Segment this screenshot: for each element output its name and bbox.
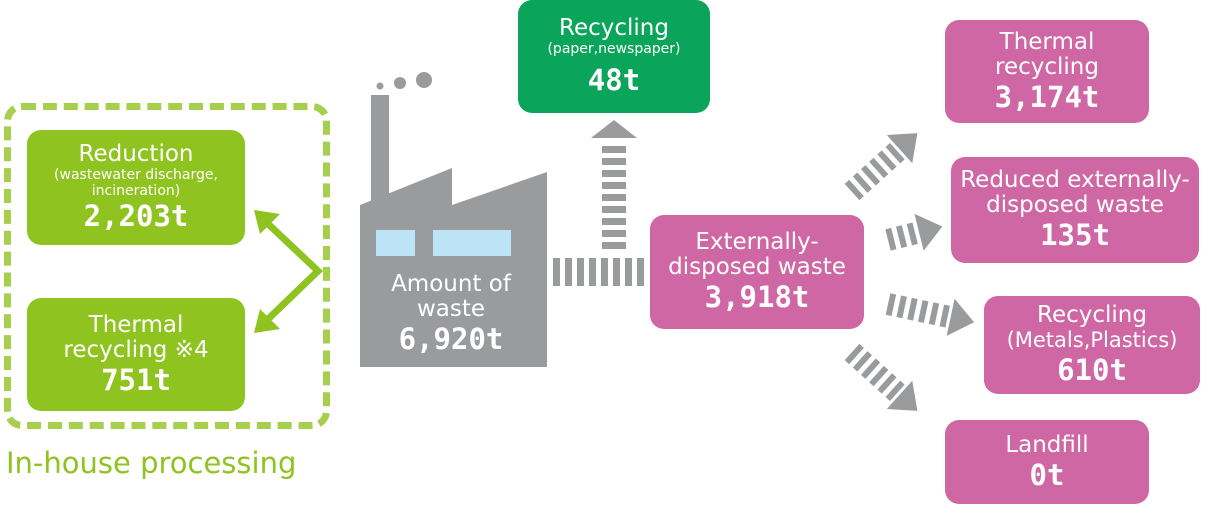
external-line1: Externally- bbox=[695, 229, 819, 255]
reduction-sub1: (wastewater discharge, bbox=[54, 167, 218, 183]
landfill-box: Landfill 0t bbox=[945, 420, 1149, 504]
thermal-ext-line1: Thermal bbox=[999, 28, 1095, 55]
recycle-paper-title: Recycling bbox=[559, 15, 669, 41]
dashed-arrow-thermal bbox=[844, 133, 918, 201]
factory-label: Amount of waste 6,920t bbox=[362, 271, 540, 357]
dashed-arrow-metals bbox=[885, 293, 975, 336]
reduction-title: Reduction bbox=[78, 141, 194, 167]
thermal-in-title1: Thermal bbox=[88, 311, 184, 338]
external-line2: disposed waste bbox=[668, 254, 846, 280]
reduction-value: 2,203t bbox=[83, 199, 189, 233]
double-arrow-icon bbox=[261, 217, 324, 326]
reduced-ext-value: 135t bbox=[1040, 218, 1110, 252]
thermal-in-value: 751t bbox=[101, 362, 171, 397]
dashed-arrow-up-recycling bbox=[591, 120, 637, 249]
in-house-label: In-house processing bbox=[6, 446, 297, 480]
thermal-in-title2: recycling ※4 bbox=[63, 336, 209, 363]
recycle-metal-line1: Recycling bbox=[1037, 302, 1147, 328]
reduced-ext-line2: disposed waste bbox=[986, 192, 1164, 218]
landfill-line1: Landfill bbox=[1005, 431, 1089, 458]
recycle-metal-value: 610t bbox=[1057, 353, 1127, 387]
factory-line2: waste bbox=[416, 296, 486, 322]
recycle-metal-line2: (Metals,Plastics) bbox=[1006, 328, 1178, 352]
thermal-in-house-box: Thermal recycling ※4 751t bbox=[27, 298, 245, 411]
external-waste-box: Externally- disposed waste 3,918t bbox=[650, 215, 864, 329]
arrowhead-down-left bbox=[254, 309, 280, 333]
recycle-paper-sub: (paper,newspaper) bbox=[547, 41, 681, 57]
reduced-external-box: Reduced externally- disposed waste 135t bbox=[951, 157, 1199, 263]
thermal-ext-value: 3,174t bbox=[994, 79, 1100, 114]
factory-window-right bbox=[433, 230, 511, 256]
dashed-arrow-landfill bbox=[844, 343, 918, 411]
recycle-paper-value: 48t bbox=[587, 63, 641, 97]
in-house-region bbox=[4, 103, 330, 429]
external-value: 3,918t bbox=[704, 280, 810, 314]
recycling-paper-box: Recycling (paper,newspaper) 48t bbox=[518, 0, 710, 113]
dashed-arrow-reduced bbox=[885, 213, 943, 251]
thermal-recycling-box: Thermal recycling 3,174t bbox=[945, 20, 1149, 123]
reduction-box: Reduction (wastewater discharge, inciner… bbox=[27, 130, 245, 245]
factory-line1: Amount of bbox=[391, 271, 511, 297]
dashed-arrow-factory-external bbox=[553, 258, 644, 286]
recycling-metals-box: Recycling (Metals,Plastics) 610t bbox=[984, 296, 1200, 394]
factory-icon bbox=[360, 72, 547, 367]
factory-window-left bbox=[376, 230, 415, 256]
landfill-value: 0t bbox=[1029, 457, 1065, 492]
thermal-ext-line2: recycling bbox=[995, 53, 1099, 80]
reduction-sub2: incineration) bbox=[91, 183, 181, 199]
factory-value: 6,920t bbox=[398, 322, 504, 356]
reduced-ext-line1: Reduced externally- bbox=[960, 167, 1190, 193]
arrowhead-up-left bbox=[254, 210, 280, 234]
